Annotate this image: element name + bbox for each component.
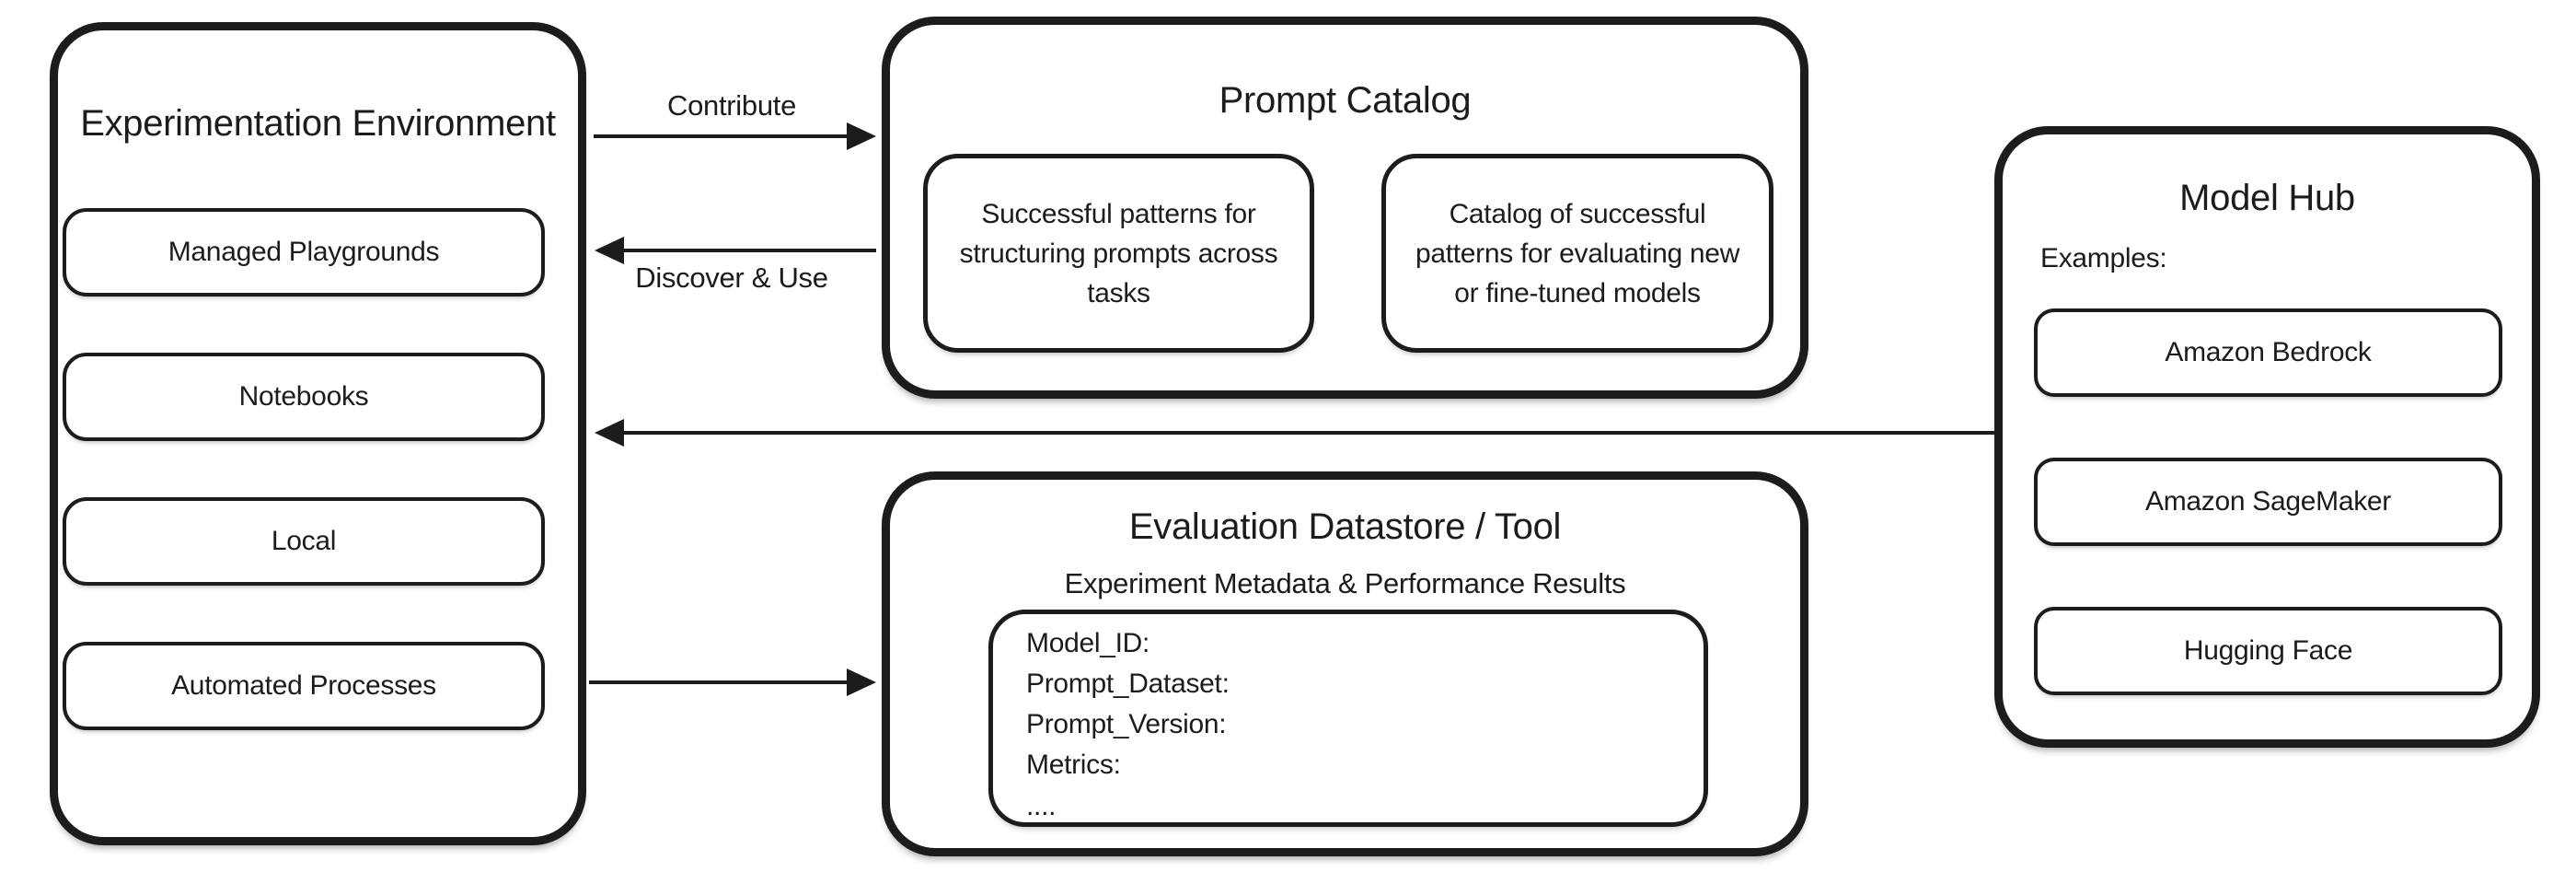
discover-arrow-line — [624, 249, 876, 252]
managed-playgrounds-label: Managed Playgrounds — [167, 237, 440, 267]
arrowhead-right-icon — [847, 669, 876, 696]
prompt-patterns-card-line: tasks — [1087, 277, 1150, 308]
arrowhead-left-icon — [595, 237, 624, 264]
evaluation-patterns-card-line: patterns for evaluating new — [1415, 238, 1740, 269]
amazon-bedrock-box: Amazon Bedrock — [2034, 308, 2502, 397]
contribute-arrow-line — [594, 134, 849, 138]
local-box: Local — [63, 497, 545, 586]
model-hub-arrow-line — [624, 431, 1994, 435]
experimentation-environment-title: Experimentation Environment — [80, 103, 556, 144]
automated-processes-box: Automated Processes — [63, 642, 545, 730]
amazon-sagemaker-box: Amazon SageMaker — [2034, 458, 2502, 546]
evaluation-datastore-title: Evaluation Datastore / Tool — [1128, 506, 1562, 547]
prompt-patterns-card: Successful patterns for structuring prom… — [923, 154, 1314, 353]
prompt-version-field: Prompt_Version: — [1026, 709, 1227, 739]
model-hub-box: Model Hub Examples: Amazon Bedrock Amazo… — [1994, 126, 2540, 748]
hugging-face-box: Hugging Face — [2034, 607, 2502, 695]
experiment-record-box: Model_ID: Prompt_Dataset: Prompt_Version… — [988, 610, 1708, 827]
prompt-catalog-box: Prompt Catalog Successful patterns for s… — [882, 17, 1808, 399]
prompt-patterns-card-line: structuring prompts across — [959, 238, 1278, 269]
evaluation-datastore-subtitle: Experiment Metadata & Performance Result… — [1064, 567, 1626, 599]
model-hub-title: Model Hub — [2179, 178, 2355, 218]
metrics-field: Metrics: — [1026, 750, 1121, 780]
model-id-field: Model_ID: — [1026, 628, 1150, 658]
amazon-sagemaker-label: Amazon SageMaker — [2144, 486, 2391, 517]
notebooks-label: Notebooks — [238, 381, 369, 412]
evaluation-patterns-card-line: or fine-tuned models — [1454, 277, 1701, 308]
contribute-arrow-label: Contribute — [666, 89, 797, 122]
arrowhead-right-icon — [847, 122, 876, 150]
discover-arrow-label: Discover & Use — [635, 262, 828, 294]
automated-processes-label: Automated Processes — [171, 670, 436, 701]
hugging-face-label: Hugging Face — [2183, 635, 2353, 666]
prompt-dataset-field: Prompt_Dataset: — [1026, 669, 1230, 699]
arrowhead-left-icon — [595, 419, 624, 447]
evaluation-patterns-card-line: Catalog of successful — [1449, 198, 1706, 229]
notebooks-box: Notebooks — [63, 353, 545, 441]
local-label: Local — [271, 526, 337, 556]
evaluation-patterns-card: Catalog of successful patterns for evalu… — [1381, 154, 1773, 353]
experimentation-environment-box: Experimentation Environment Managed Play… — [50, 22, 586, 845]
ellipsis-field: .... — [1026, 791, 1057, 821]
managed-playgrounds-box: Managed Playgrounds — [63, 208, 545, 296]
examples-label: Examples: — [2040, 243, 2167, 273]
amazon-bedrock-label: Amazon Bedrock — [2165, 337, 2372, 367]
evaluation-datastore-box: Evaluation Datastore / Tool Experiment M… — [882, 471, 1808, 856]
prompt-patterns-card-line: Successful patterns for — [981, 198, 1256, 229]
evaluation-arrow-line — [589, 680, 847, 684]
prompt-catalog-title: Prompt Catalog — [1219, 80, 1472, 121]
